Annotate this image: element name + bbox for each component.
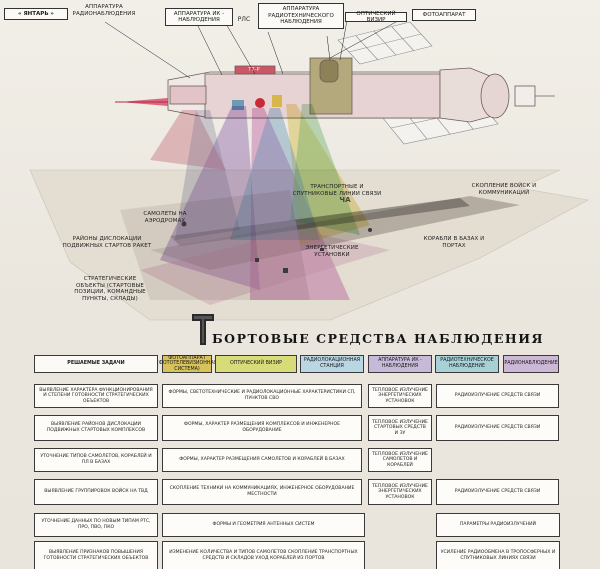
- header-sensor-5: РАДИОНАБЛЮДЕНИЕ: [503, 355, 559, 373]
- satellite-marking: Т7-Р: [248, 67, 260, 73]
- optical-cell: ФОРМЫ, ХАРАКТЕР РАЗМЕЩЕНИЯ САМОЛЕТОВ И К…: [162, 448, 362, 472]
- optical-cell: ФОРМЫ, ХАРАКТЕР РАЗМЕЩЕНИЯ КОМПЛЕКСОВ И …: [162, 415, 362, 441]
- beam-pink-band: [140, 230, 390, 305]
- radio-cell: РАДИОИЗЛУЧЕНИЕ СРЕДСТВ СВЯЗИ: [436, 415, 559, 441]
- label-strategic-objects: СТРАТЕГИЧЕСКИЕ ОБЪЕКТЫ (СТАРТОВЫЕ ПОЗИЦИ…: [74, 276, 146, 302]
- illustration: [29, 15, 589, 321]
- lens-red: [255, 98, 265, 108]
- header-sensor-3: АППАРАТУРА ИК - НАБЛЮДЕНИЯ: [368, 355, 432, 373]
- task-cell: ВЫЯВЛЕНИЕ ХАРАКТЕРА ФУНКЦИОНИРОВАНИЯ И С…: [34, 384, 158, 408]
- ir-cell: ТЕПЛОВОЕ ИЗЛУЧЕНИЕ ЭНЕРГЕТИЧЕСКИХ УСТАНО…: [368, 479, 432, 505]
- radio-cell: РАДИОИЗЛУЧЕНИЕ СРЕДСТВ СВЯЗИ: [436, 384, 559, 408]
- ground-marking: ЧА: [339, 196, 351, 204]
- optical-cell: ФОРМЫ, СВЕТОТЕХНИЧЕСКИЕ И РАДИОЛОКАЦИОНН…: [162, 384, 362, 408]
- header-sensor-0: ФОТОАППАРАТ (ФОТОТЕЛЕВИЗИОННАЯ СИСТЕМА): [156, 355, 218, 373]
- ir-cell: ТЕПЛОВОЕ ИЗЛУЧЕНИЕ СТАРТОВЫХ СРЕДСТВ И З…: [368, 415, 432, 441]
- beam-blue: [230, 108, 320, 240]
- optical-cell: СКОПЛЕНИЕ ТЕХНИКИ НА КОММУНИКАЦИЯХ, ИНЖЕ…: [162, 479, 362, 505]
- label-aircraft-airfields: САМОЛЕТЫ НА АЭРОДРОМАХ: [143, 211, 187, 224]
- label-mobile-launchers: РАЙОНЫ ДИСЛОКАЦИИ ПОДВИЖНЫХ СТАРТОВ РАКЕ…: [62, 236, 152, 249]
- label-optical-sight: ОПТИЧЕСКИЙ ВИЗИР: [345, 11, 407, 23]
- task-cell: ВЫЯВЛЕНИЕ ПРИЗНАКОВ ПОВЫШЕНИЯ ГОТОВНОСТИ…: [34, 541, 158, 569]
- ground-markers: [181, 221, 372, 273]
- sensor-block-yellow: [272, 95, 282, 107]
- header-sensor-4: РАДИОТЕХНИЧЕСКОЕ НАБЛЮДЕНИЕ: [435, 355, 499, 373]
- header-sensor-1: ОПТИЧЕСКИЙ ВИЗИР: [215, 355, 297, 373]
- sensor-block-blue: [232, 100, 244, 110]
- beam-gray: [175, 110, 240, 240]
- task-cell: УТОЧНЕНИЕ ДАННЫХ ПО НОВЫМ ТИПАМ РТС, ПРО…: [34, 513, 158, 537]
- task-cell: ВЫЯВЛЕНИЕ РАЙОНОВ ДИСЛОКАЦИИ ПОДВИЖНЫХ С…: [34, 415, 158, 441]
- header-sensor-2: РАДИОЛОКАЦИОННАЯ СТАНЦИЯ: [300, 355, 364, 373]
- header-tasks: РЕШАЕМЫЕ ЗАДАЧИ: [34, 355, 158, 373]
- label-transport-links: ТРАНСПОРТНЫЕ И СПУТНИКОВЫЕ ЛИНИИ СВЯЗИ: [292, 184, 382, 197]
- label-radiotech-observation: АППАРАТУРА РАДИОТЕХНИЧЕСКОГО НАБЛЮДЕНИЯ: [258, 3, 344, 29]
- task-cell: УТОЧНЕНИЕ ТИПОВ САМОЛЕТОВ, КОРАБЛЕЙ И ПЛ…: [34, 448, 158, 472]
- radio-cell: РАДИОИЗЛУЧЕНИЕ СРЕДСТВ СВЯЗИ: [436, 479, 559, 505]
- label-yantar: « ЯНТАРЬ »: [4, 8, 68, 20]
- ir-cell: ТЕПЛОВОЕ ИЗЛУЧЕНИЕ ЭНЕРГЕТИЧЕСКИХ УСТАНО…: [368, 384, 432, 408]
- label-camera: ФОТОАППАРАТ: [412, 9, 476, 21]
- label-ir-observation: АППАРАТУРА ИК - НАБЛЮДЕНИЯ: [165, 8, 233, 26]
- label-energy-installations: ЭНЕРГЕТИЧЕСКИЕ УСТАНОВКИ: [305, 245, 359, 258]
- radio-cell: ПАРАМЕТРЫ РАДИОИЗЛУЧЕНИЙ: [436, 513, 560, 537]
- radio-cell: УСИЛЕНИЕ РАДИООБМЕНА В ТРОПОСФЕРНЫХ И СП…: [436, 541, 560, 569]
- ir-cell: ТЕПЛОВОЕ ИЗЛУЧЕНИЕ САМОЛЕТОВ И КОРАБЛЕЙ: [368, 448, 432, 472]
- sensor-beams: [140, 104, 390, 305]
- satellite-body: [167, 57, 555, 123]
- title-t-glyph: [192, 314, 214, 345]
- solar-panel-upper: [337, 21, 433, 65]
- label-radio-observation: АППАРАТУРА РАДИОНАБЛЮДЕНИЯ: [72, 4, 136, 17]
- label-ships-ports: КОРАБЛИ В БАЗАХ И ПОРТАХ: [423, 236, 485, 249]
- label-rls: РЛС: [237, 16, 251, 23]
- task-cell: ВЫЯВЛЕНИЕ ГРУППИРОВОК ВОЙСК НА ТВД: [34, 479, 158, 505]
- optical-cell: ФОРМЫ И ГЕОМЕТРИЯ АНТЕННЫХ СИСТЕМ: [162, 513, 365, 537]
- table-title: БОРТОВЫЕ СРЕДСТВА НАБЛЮДЕНИЯ: [212, 331, 545, 346]
- label-troop-concentration: СКОПЛЕНИЕ ВОЙСК И КОММУНИКАЦИЙ: [471, 183, 537, 196]
- optical-cell: ИЗМЕНЕНИЕ КОЛИЧЕСТВА И ТИПОВ САМОЛЕТОВ С…: [162, 541, 365, 569]
- callout-lines: [104, 15, 408, 79]
